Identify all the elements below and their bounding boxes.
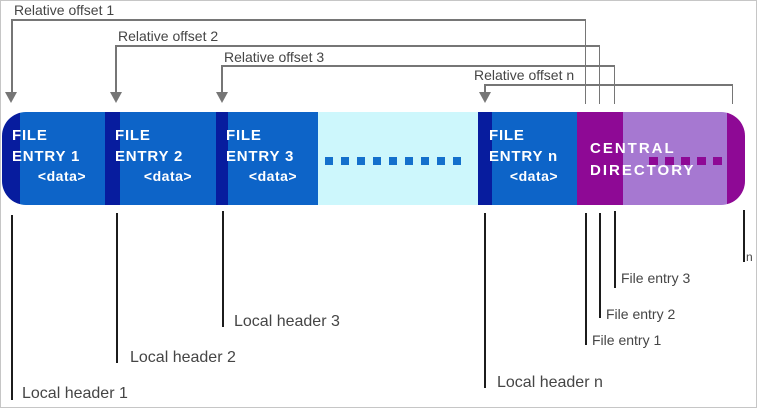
file-entry-n-segment (492, 112, 577, 205)
central-directory-line1: CENTRAL (590, 140, 676, 157)
central-directory-title: CENTRAL DIRECTORY (590, 138, 696, 182)
ellipsis-dots-magenta-icon (649, 157, 742, 165)
file-entry-2-segment (120, 112, 216, 205)
file-entry-2-data-label: <data> (143, 168, 193, 184)
local-header-1-label: Local header 1 (22, 385, 128, 402)
local-header-1-line (11, 215, 13, 400)
local-header-n-segment (478, 112, 492, 205)
relative-offset-2-line (115, 45, 600, 47)
file-entry-2-line2: ENTRY 2 (115, 148, 184, 165)
file-entry-2-callout-label: File entry 2 (606, 306, 676, 322)
relative-offset-n-drop-line (731, 84, 733, 104)
file-entry-2-callout-line (599, 213, 601, 318)
file-entry-3-line2: ENTRY 3 (226, 148, 295, 165)
file-entry-2-line1: FILE (115, 127, 151, 144)
file-entry-3-title: FILE ENTRY 3 (226, 125, 294, 167)
archive-bar: FILE ENTRY 1 <data> FILE ENTRY 2 <data> … (2, 112, 745, 205)
central-directory-line2: DIRECTORY (590, 162, 696, 179)
arrow-down-icon (215, 92, 228, 103)
file-entry-3-data-label: <data> (248, 168, 298, 184)
relative-offset-1-label: Relative offset 1 (14, 2, 115, 18)
file-entry-2-title: FILE ENTRY 2 (115, 125, 183, 167)
relative-offset-n-arrow-line (484, 84, 486, 92)
relative-offset-2-arrow-line (115, 45, 117, 92)
relative-offset-1-drop-line (584, 19, 586, 104)
file-entry-3-segment (228, 112, 318, 205)
file-entry-1-data-label: <data> (37, 168, 87, 184)
relative-offset-1-arrow-line (11, 19, 13, 92)
file-entry-3-callout-label: File entry 3 (621, 270, 691, 286)
relative-offset-3-arrow-line (221, 65, 223, 92)
relative-offset-1-line (11, 19, 586, 21)
file-entry-n-title: FILE ENTRY n (489, 125, 558, 167)
relative-offset-n-line (484, 84, 733, 86)
relative-offset-n-label: Relative offset n (474, 67, 575, 83)
local-header-2-segment (105, 112, 120, 205)
local-header-2-line (116, 213, 118, 363)
arrow-down-icon (109, 92, 122, 103)
local-header-3-segment (216, 112, 228, 205)
file-entry-n-line1: FILE (489, 127, 525, 144)
file-entry-3-line1: FILE (226, 127, 262, 144)
local-header-n-line (484, 213, 486, 388)
file-entry-n-line2: ENTRY n (489, 148, 558, 165)
entry-count-label: n (746, 250, 753, 264)
file-entry-1-line1: FILE (12, 127, 48, 144)
file-entry-n-data-label: <data> (509, 168, 559, 184)
local-header-n-label: Local header n (497, 374, 603, 391)
relative-offset-3-line (221, 65, 615, 67)
ellipsis-dots-blue-icon (325, 157, 467, 165)
relative-offset-2-drop-line (598, 45, 600, 104)
file-entry-1-callout-line (585, 213, 587, 345)
file-entry-1-segment (20, 112, 105, 205)
local-header-3-label: Local header 3 (234, 313, 340, 330)
file-entry-1-callout-label: File entry 1 (592, 332, 662, 348)
relative-offset-2-label: Relative offset 2 (118, 28, 219, 44)
relative-offset-3-label: Relative offset 3 (224, 49, 325, 65)
central-directory-header-segment (577, 112, 623, 205)
file-entry-3-callout-line (614, 211, 616, 288)
entry-count-line (743, 210, 745, 262)
file-entry-1-line2: ENTRY 1 (12, 148, 81, 165)
arrow-down-icon (478, 92, 491, 103)
file-entry-1-title: FILE ENTRY 1 (12, 125, 80, 167)
local-header-2-label: Local header 2 (130, 349, 236, 366)
local-header-3-line (222, 211, 224, 327)
local-header-1-segment (2, 112, 20, 205)
arrow-down-icon (5, 92, 17, 103)
